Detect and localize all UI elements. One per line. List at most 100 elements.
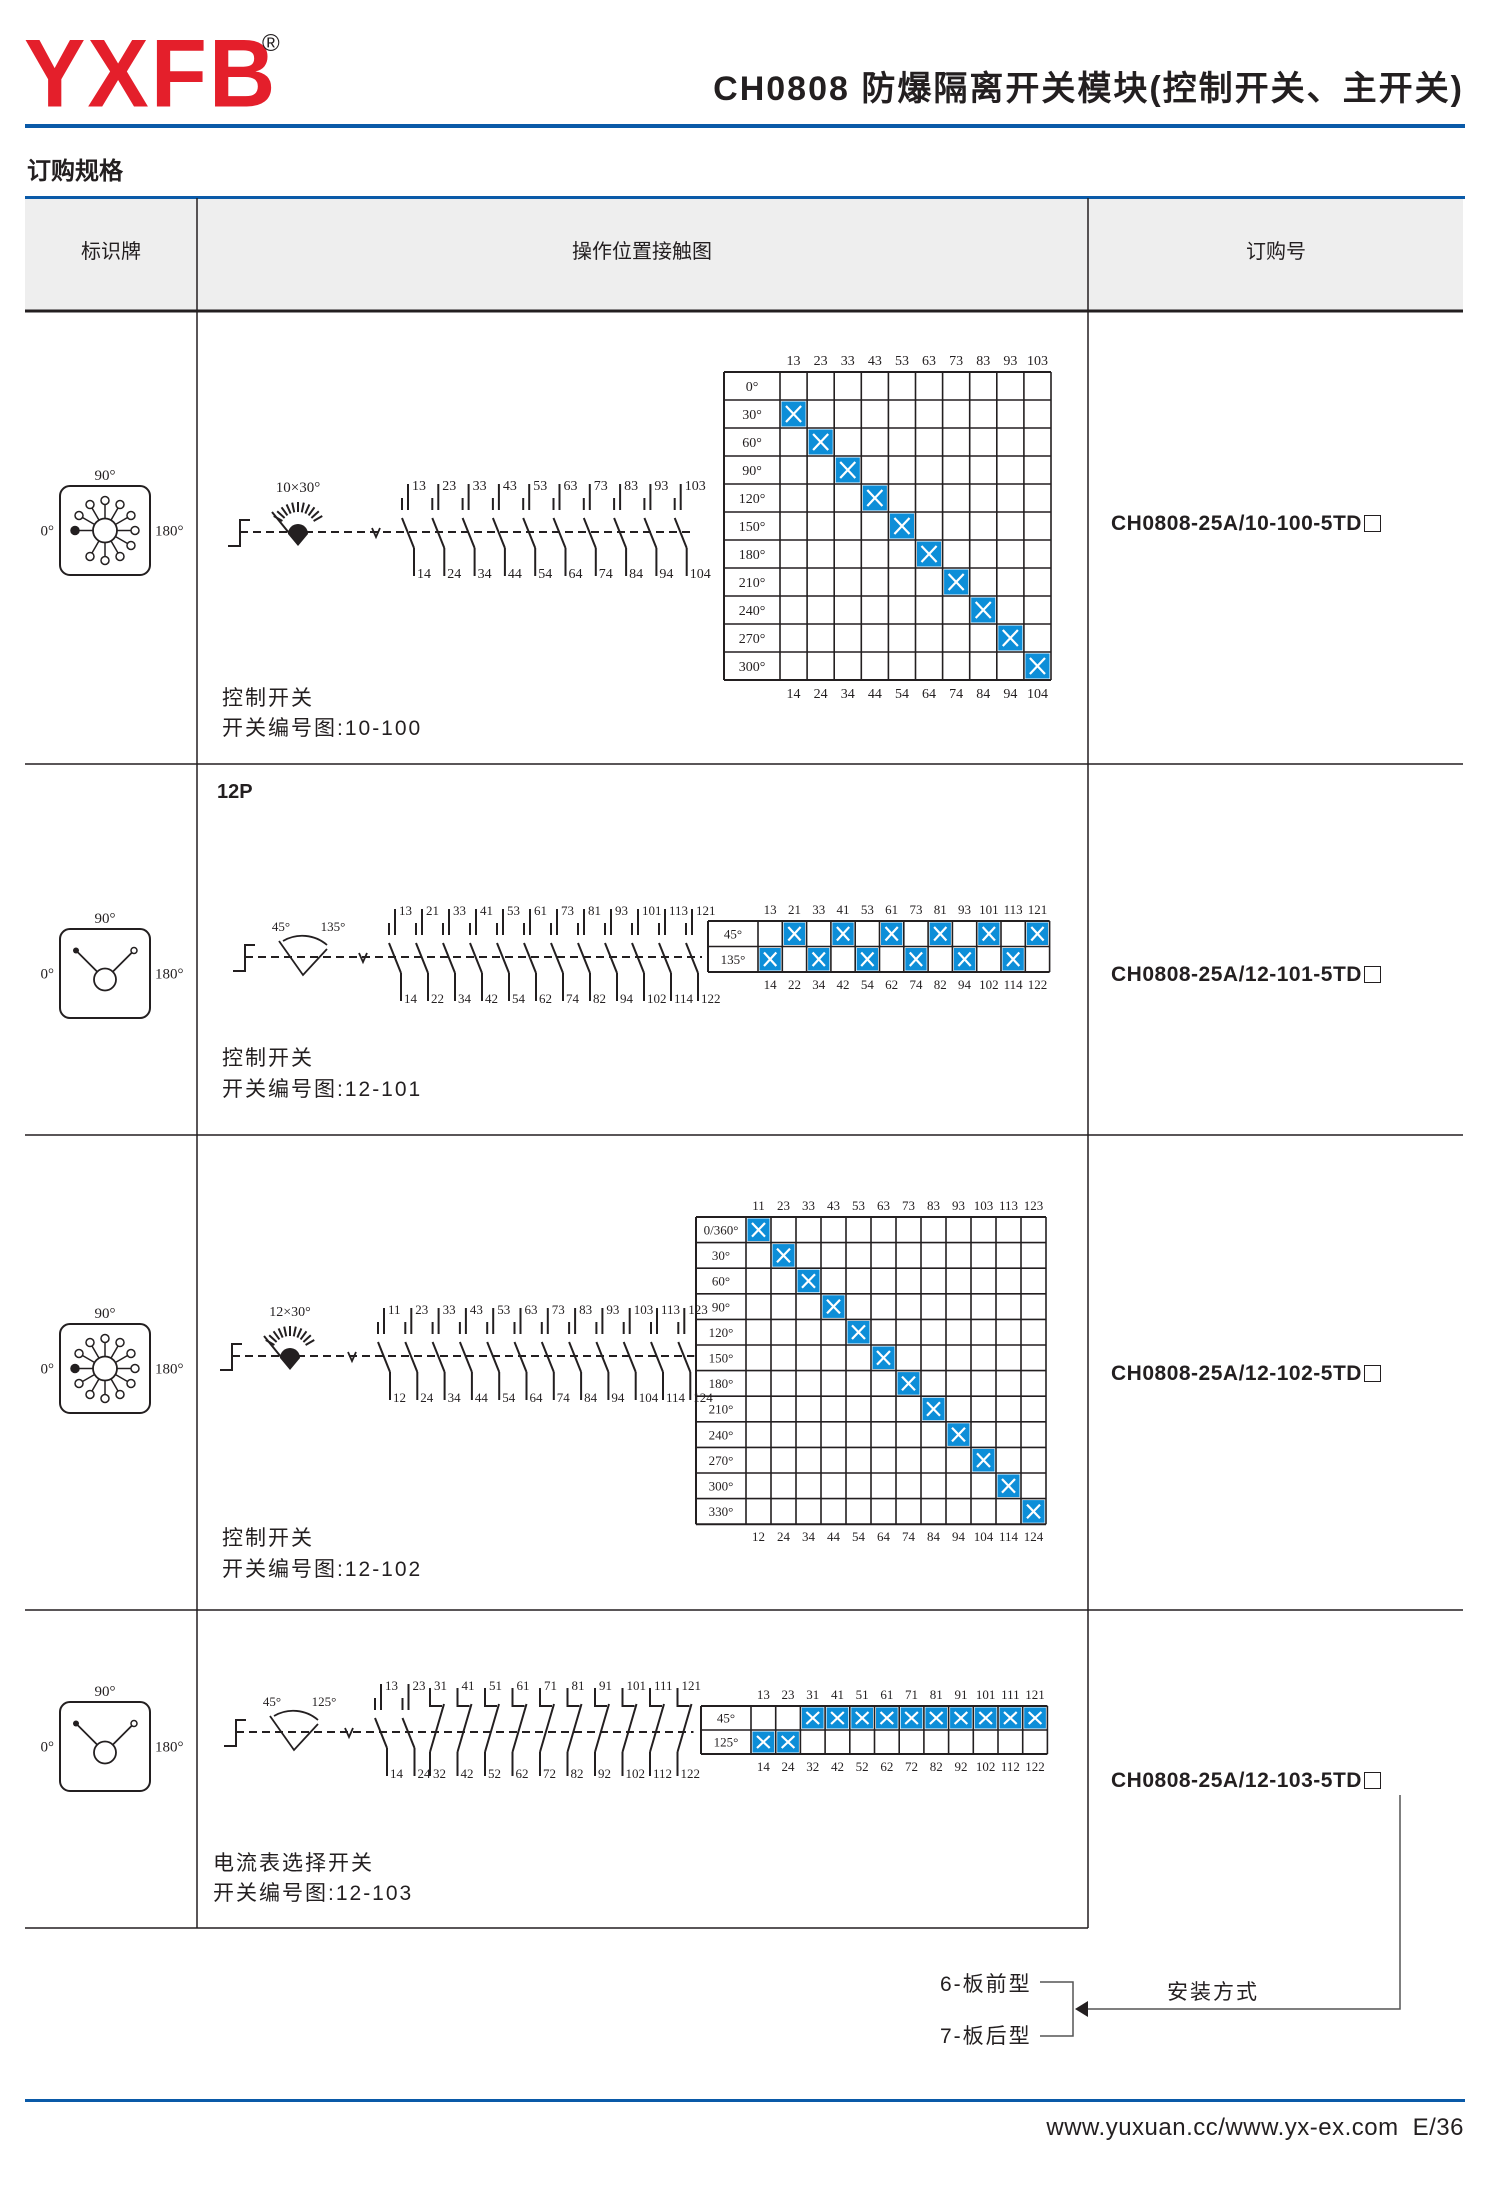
contact-blade	[552, 517, 567, 549]
terminal-label-top: 41	[831, 1687, 844, 1702]
website-link[interactable]: www.yuxuan.cc/www.yx-ex.com	[1046, 2114, 1399, 2141]
closed-contact-mark	[851, 1707, 873, 1729]
actuator-positions-label: 12×30°	[269, 1305, 311, 1320]
terminal-label-top: 71	[905, 1687, 918, 1702]
terminal-label-bottom: 54	[538, 567, 552, 582]
contact-blade	[442, 942, 456, 974]
terminal-label-bottom: 14	[757, 1759, 771, 1774]
order-code[interactable]: CH0808-25A/12-103-5TD	[1111, 1770, 1381, 1791]
terminal-label-bottom: 62	[539, 991, 552, 1006]
column-header-nameplate: 标识牌	[81, 241, 141, 263]
start-angle-label: 45°	[263, 1694, 281, 1709]
order-code[interactable]: CH0808-25A/12-102-5TD	[1111, 1363, 1381, 1384]
terminal-label-bottom: 14	[764, 977, 778, 992]
order-code[interactable]: CH0808-25A/10-100-5TD	[1111, 513, 1381, 534]
position-angle-label: 60°	[712, 1274, 730, 1289]
contact-blade	[377, 1341, 391, 1373]
terminal-label-bottom: 82	[934, 977, 947, 992]
terminal-label-top: 113	[999, 1198, 1018, 1213]
order-code[interactable]: CH0808-25A/12-101-5TD	[1111, 964, 1381, 985]
contact-blade	[461, 517, 476, 549]
terminal-label-bottom: 84	[927, 1529, 941, 1544]
position-tick	[307, 506, 316, 517]
x-icon	[981, 926, 996, 942]
position-angle-label: 270°	[739, 632, 766, 647]
contact-blade	[566, 1703, 583, 1753]
terminal-label-bottom: 34	[448, 1390, 462, 1405]
terminal-label-top: 73	[561, 903, 574, 918]
nameplate-dial: 90°0°180°	[41, 1684, 184, 1792]
contact-table: 0/360°30°60°90°120°150°180°210°240°270°3…	[695, 1198, 1047, 1544]
position-spoke	[115, 1373, 128, 1383]
terminal-label-top: 93	[615, 903, 628, 918]
contact-blade	[540, 1341, 555, 1373]
closed-contact-mark	[781, 401, 806, 427]
closed-contact-mark	[752, 1731, 775, 1753]
terminal-label-bottom: 14	[404, 991, 418, 1006]
position-angle-label: 210°	[709, 1402, 734, 1417]
terminal-label-bottom: 102	[647, 991, 667, 1006]
terminal-label-top: 121	[1025, 1687, 1045, 1702]
terminal-label-top: 81	[572, 1678, 585, 1693]
terminal-label-top: 11	[388, 1302, 401, 1317]
terminal-label-bottom: 72	[905, 1759, 918, 1774]
contact-blade	[401, 1717, 416, 1749]
terminal-label-top: 33	[473, 479, 487, 494]
terminal-label-bottom: 64	[922, 687, 936, 702]
terminal-label-bottom: 114	[1004, 977, 1024, 992]
terminal-label-bottom: 102	[976, 1759, 996, 1774]
terminal-label-top: 73	[552, 1302, 565, 1317]
x-icon	[920, 545, 938, 563]
terminal-label-bottom: 114	[674, 991, 694, 1006]
terminal-label-bottom: 102	[626, 1766, 646, 1781]
knob-hub	[92, 1355, 118, 1382]
knob-pointer	[112, 1723, 134, 1746]
position-spoke	[115, 535, 128, 545]
terminal-label-top: 51	[856, 1687, 869, 1702]
contact-blade	[677, 1341, 692, 1373]
nameplate-dial: 90°0°180°	[41, 1306, 184, 1414]
closed-contact-mark	[922, 1397, 945, 1421]
position-spoke	[110, 1378, 119, 1392]
terminal-label-top: 121	[696, 903, 716, 918]
closed-contact-mark	[944, 569, 969, 595]
terminal-label-bottom: 94	[958, 977, 972, 992]
contact-blade	[577, 942, 591, 974]
dial-label-right: 180°	[155, 1740, 184, 1756]
dial-label-top: 90°	[95, 1306, 116, 1322]
footer-rule	[25, 2099, 1465, 2102]
terminal-label-top: 43	[868, 354, 882, 369]
closed-contact-mark	[747, 1218, 770, 1242]
rotary-actuator-icon	[263, 1326, 315, 1370]
terminal-label-top: 111	[1001, 1687, 1020, 1702]
terminal-label-top: 93	[958, 902, 971, 917]
position-dot	[126, 540, 136, 551]
position-angle-label: 180°	[739, 548, 766, 563]
knob-hub	[93, 1740, 117, 1765]
position-spoke	[82, 1373, 95, 1383]
position-dot	[126, 510, 136, 521]
detent-icon	[358, 952, 368, 965]
arrow-left-icon	[1075, 2001, 1088, 2017]
install-connector-line	[1087, 1795, 1401, 2010]
terminal-label-top: 121	[682, 1678, 702, 1693]
diagram-number-label: 开关编号图:12-101	[222, 1078, 423, 1101]
position-spoke	[110, 1345, 119, 1359]
terminal-label-top: 123	[688, 1302, 708, 1317]
x-icon	[947, 573, 965, 591]
terminal-label-top: 63	[922, 354, 936, 369]
position-angle-label: 0/360°	[704, 1222, 739, 1237]
knob-hub	[93, 967, 117, 992]
contact-blade	[582, 517, 597, 549]
